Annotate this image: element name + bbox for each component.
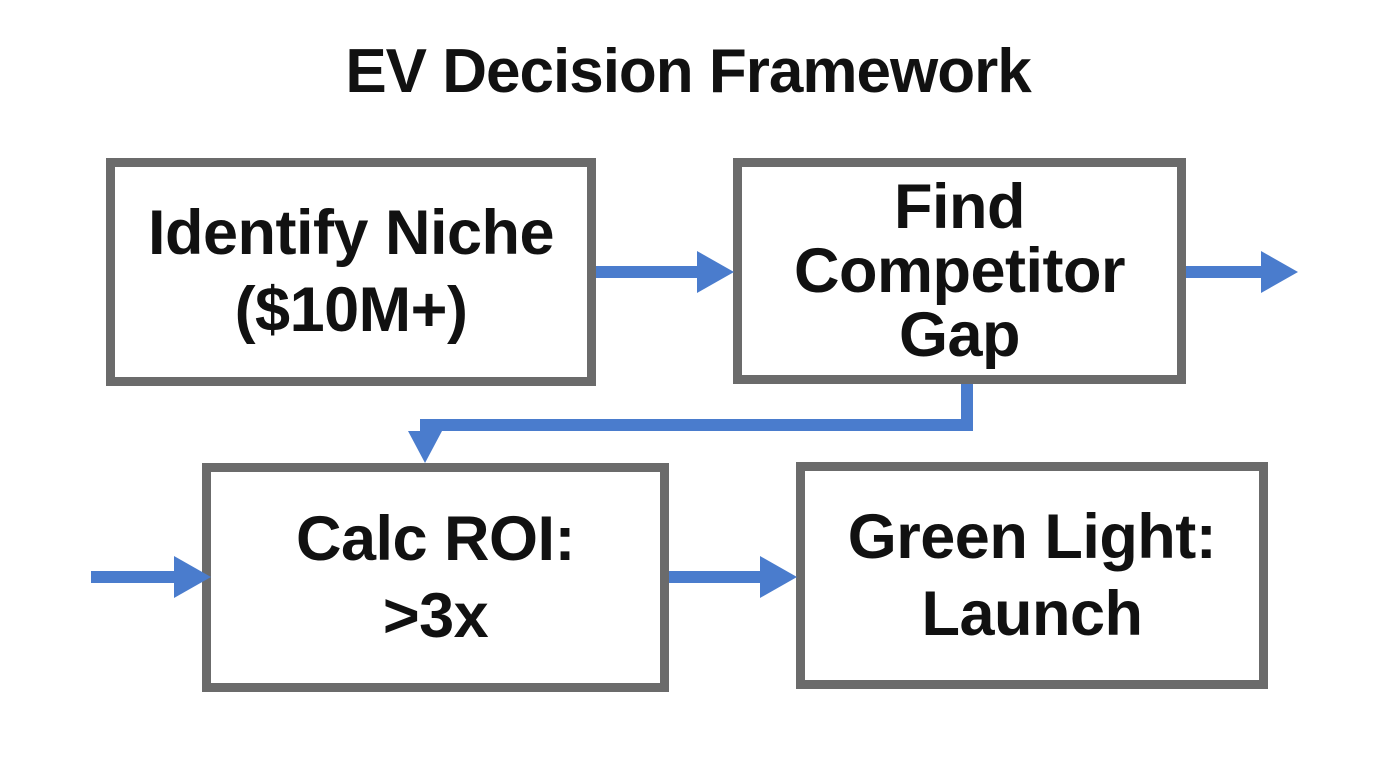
flow-node-identify-niche: Identify Niche ($10M+) xyxy=(106,158,596,386)
arrowhead-right-icon xyxy=(1261,251,1298,293)
flow-node-calc-roi: Calc ROI: >3x xyxy=(202,463,669,692)
flow-node-green-light: Green Light: Launch xyxy=(796,462,1268,689)
arrow-identify-to-gap-shaft xyxy=(596,266,697,278)
arrow-offscreen-left-to-roi-shaft xyxy=(91,571,175,583)
arrowhead-right-icon xyxy=(174,556,211,598)
node-label-line: >3x xyxy=(382,580,489,651)
arrow-roi-to-green-light-shaft xyxy=(669,571,761,583)
node-label-line: Identify Niche xyxy=(147,198,555,268)
node-label-line: Competitor xyxy=(794,236,1125,306)
node-label-line: Green Light: xyxy=(847,501,1217,572)
flow-node-find-competitor-gap: Find Competitor Gap xyxy=(733,158,1186,384)
arrowhead-down-icon xyxy=(408,431,442,463)
connector-gap-to-roi-horizontal xyxy=(420,419,973,431)
node-label-line: Gap xyxy=(898,300,1021,370)
arrowhead-right-icon xyxy=(760,556,797,598)
diagram-title: EV Decision Framework xyxy=(345,37,1031,106)
arrowhead-right-icon xyxy=(697,251,734,293)
node-label-line: ($10M+) xyxy=(234,275,468,345)
node-label-line: Find xyxy=(894,172,1025,242)
arrow-gap-to-offscreen-right-shaft xyxy=(1186,266,1262,278)
node-label-line: Calc ROI: xyxy=(295,503,576,574)
node-label-line: Launch xyxy=(921,578,1143,649)
